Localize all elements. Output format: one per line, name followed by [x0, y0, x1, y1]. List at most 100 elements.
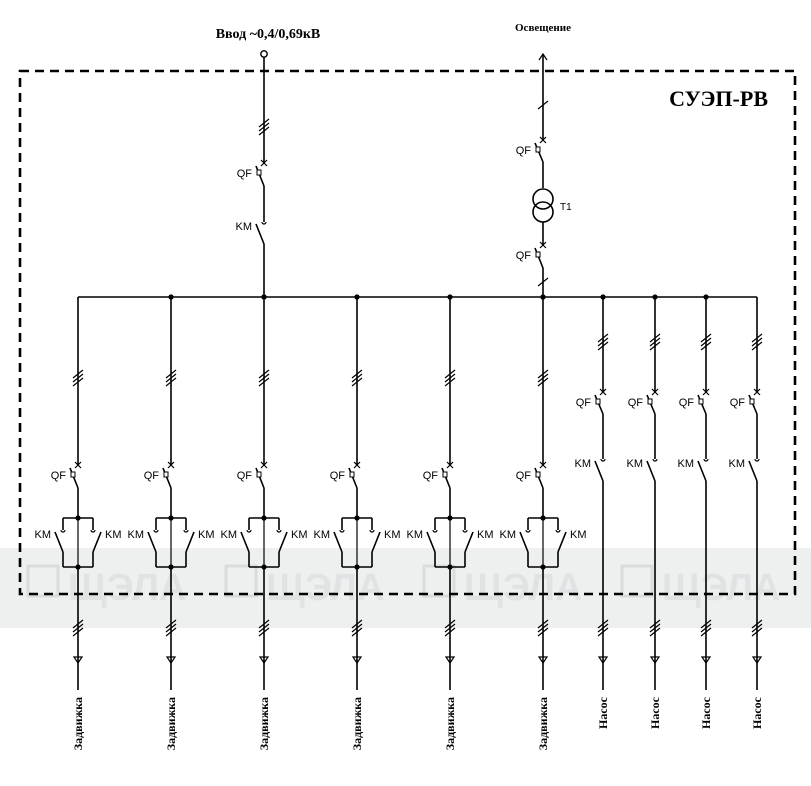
conductor-tick — [258, 373, 270, 383]
pump-label: Насос — [596, 696, 610, 729]
contactor-arc — [754, 458, 760, 462]
breaker-latch — [256, 169, 262, 176]
conductor-marks — [444, 619, 456, 637]
contactor-label: KM — [221, 529, 238, 541]
conductor-marks — [444, 369, 456, 387]
watermark-logo: ЩЭЛА — [620, 564, 780, 609]
breaker-label: QF — [628, 397, 644, 409]
conductor-tick — [351, 373, 363, 383]
contactor-label: KM — [627, 458, 644, 470]
conductor-marks — [258, 369, 270, 387]
contactor-blade — [646, 460, 656, 482]
conductor-tick — [444, 373, 456, 383]
breaker-latch — [256, 471, 262, 478]
contactor-blade — [519, 531, 529, 553]
conductor-tick — [537, 369, 549, 379]
valve-label: Задвижка — [257, 697, 271, 750]
contactor-label: KM — [477, 529, 494, 541]
contactor-label: KM — [570, 529, 587, 541]
contactor: KM — [35, 529, 66, 553]
contactor-blade — [278, 531, 288, 553]
contactor: KM — [627, 458, 658, 482]
contactor-blade — [92, 531, 102, 553]
transformer-label: T1 — [560, 202, 572, 213]
contactor-blade — [54, 531, 64, 553]
conductor-marks — [700, 333, 712, 351]
breaker-latch — [535, 471, 541, 478]
contactor-label: KM — [291, 529, 308, 541]
circuit-breaker: QF — [576, 388, 607, 415]
contactor-arc — [703, 458, 709, 462]
contactor: KM — [236, 221, 267, 245]
breaker-cross — [446, 461, 454, 469]
conductor-tick — [72, 619, 84, 629]
contactor-blade — [594, 460, 604, 482]
conductor-tick — [649, 623, 661, 633]
transformer-coil-upper — [532, 188, 554, 210]
breaker-label: QF — [51, 470, 67, 482]
load-arrow — [537, 656, 549, 665]
transformer-coil-lower — [532, 201, 554, 223]
breaker-latch — [595, 398, 601, 405]
contactor-arc — [90, 529, 96, 533]
contactor: KM — [729, 458, 760, 482]
circuit-breaker: QF — [516, 136, 547, 163]
contactor: KM — [678, 458, 709, 482]
breaker-cross — [260, 159, 268, 167]
conductor-marks — [72, 619, 84, 637]
contactor-blade — [147, 531, 157, 553]
circuit-breaker: QF — [237, 461, 268, 489]
contactor: KM — [555, 529, 587, 553]
contactor-label: KM — [236, 221, 253, 233]
contactor-label: KM — [678, 458, 695, 470]
conductor-tick — [597, 627, 609, 637]
breaker-latch — [535, 146, 541, 153]
conductor-marks — [165, 369, 177, 387]
conductor-marks — [537, 277, 549, 287]
load-arrow — [258, 656, 270, 665]
conductor-marks — [258, 619, 270, 637]
contactor-arc — [652, 458, 658, 462]
conductor-marks — [751, 619, 763, 637]
contactor-arc — [462, 529, 468, 533]
breaker-cross — [74, 461, 82, 469]
contactor-label: KM — [407, 529, 424, 541]
cabinet-boundary — [18, 69, 797, 596]
conductor-marks — [258, 118, 270, 136]
breaker-latch — [647, 398, 653, 405]
load-arrow — [751, 656, 763, 665]
breaker-latch — [535, 251, 541, 258]
conductor-marks — [351, 619, 363, 637]
conductor-marks — [597, 619, 609, 637]
breaker-cross — [353, 461, 361, 469]
breaker-latch — [442, 471, 448, 478]
conductor-tick — [165, 623, 177, 633]
conductor-tick — [537, 623, 549, 633]
conductor-tick — [72, 623, 84, 633]
contactor-label: KM — [384, 529, 401, 541]
breaker-label: QF — [576, 397, 592, 409]
conductor-tick — [444, 623, 456, 633]
breaker-blade — [534, 247, 544, 269]
conductor-marks — [537, 100, 549, 110]
contactor: KM — [183, 529, 215, 553]
breaker-cross — [260, 461, 268, 469]
conductor-marks — [649, 619, 661, 637]
breaker-label: QF — [237, 168, 253, 180]
contactor-blade — [748, 460, 758, 482]
contactor-label: KM — [105, 529, 122, 541]
contactor: KM — [128, 529, 159, 553]
conductor-tick — [165, 627, 177, 637]
contactor-arc — [60, 529, 66, 533]
conductor-tick — [72, 373, 84, 383]
contactor-arc — [555, 529, 561, 533]
breaker-blade — [162, 467, 172, 489]
circuit-breaker: QF — [51, 461, 82, 489]
breaker-label: QF — [516, 145, 532, 157]
